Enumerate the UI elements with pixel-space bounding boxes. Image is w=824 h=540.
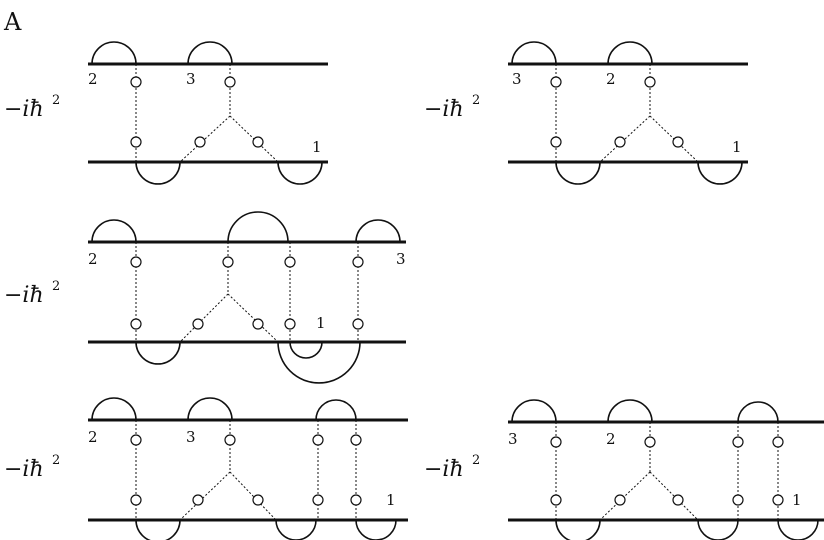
index-label: 2 — [88, 250, 98, 268]
upper-arc — [315, 399, 357, 421]
dashed-propagators — [135, 420, 357, 521]
upper-arc — [91, 397, 137, 421]
upper-arc — [187, 397, 233, 421]
coefficient-exponent: 2 — [52, 453, 60, 468]
index-label: 2 — [88, 428, 98, 446]
index-label: 1 — [316, 314, 326, 332]
lower-arc-outer — [277, 341, 361, 384]
upper-arc — [511, 41, 557, 65]
index-label: 3 — [508, 430, 518, 448]
diagram-2 — [508, 41, 748, 185]
index-label: 2 — [606, 70, 616, 88]
lower-arc — [135, 519, 181, 540]
index-label: 3 — [512, 70, 522, 88]
index-label: 1 — [732, 138, 742, 156]
vertex-circles — [130, 76, 264, 148]
upper-arc — [511, 399, 557, 423]
upper-arc — [91, 219, 137, 243]
coefficient-exponent: 2 — [52, 93, 60, 108]
lower-arc — [135, 341, 181, 365]
coefficient: −iħ — [4, 97, 44, 122]
lower-arc — [275, 519, 317, 540]
upper-arc — [607, 399, 653, 423]
upper-arc — [187, 41, 233, 65]
lower-arc — [277, 161, 323, 185]
lower-arc — [697, 519, 739, 540]
diagram-1 — [88, 41, 328, 185]
coefficient: −iħ — [4, 283, 44, 308]
lower-arc — [555, 519, 601, 540]
index-label: 2 — [606, 430, 616, 448]
lower-arc — [777, 519, 819, 540]
upper-arc — [91, 41, 137, 65]
upper-arc — [227, 211, 289, 243]
coefficient-exponent: 2 — [472, 453, 480, 468]
index-label: 3 — [396, 250, 406, 268]
diagram-4 — [88, 397, 408, 540]
index-label: 2 — [88, 70, 98, 88]
lower-arc-inner — [289, 341, 323, 359]
upper-arc — [607, 41, 653, 65]
index-label: 1 — [312, 138, 322, 156]
lower-arc — [135, 161, 181, 185]
coefficient: −iħ — [4, 457, 44, 482]
vertex-circles — [130, 256, 364, 330]
lower-arc — [355, 519, 397, 540]
coefficient-exponent: 2 — [472, 93, 480, 108]
diagram-3 — [88, 211, 406, 384]
upper-arc — [355, 219, 401, 243]
diagram-5 — [508, 399, 824, 540]
index-label: 3 — [186, 428, 196, 446]
lower-arc — [555, 161, 601, 185]
vertex-circles — [550, 436, 784, 506]
coefficient-exponent: 2 — [52, 279, 60, 294]
vertex-circles — [550, 76, 684, 148]
coefficient: −iħ — [424, 457, 464, 482]
index-label: 3 — [186, 70, 196, 88]
dashed-propagators — [555, 422, 779, 521]
index-label: 1 — [792, 491, 802, 509]
index-label: 1 — [386, 491, 396, 509]
coefficient: −iħ — [424, 97, 464, 122]
panel-letter: A — [3, 8, 22, 36]
vertex-circles — [130, 434, 362, 506]
lower-arc — [697, 161, 743, 185]
upper-arc — [737, 401, 779, 423]
